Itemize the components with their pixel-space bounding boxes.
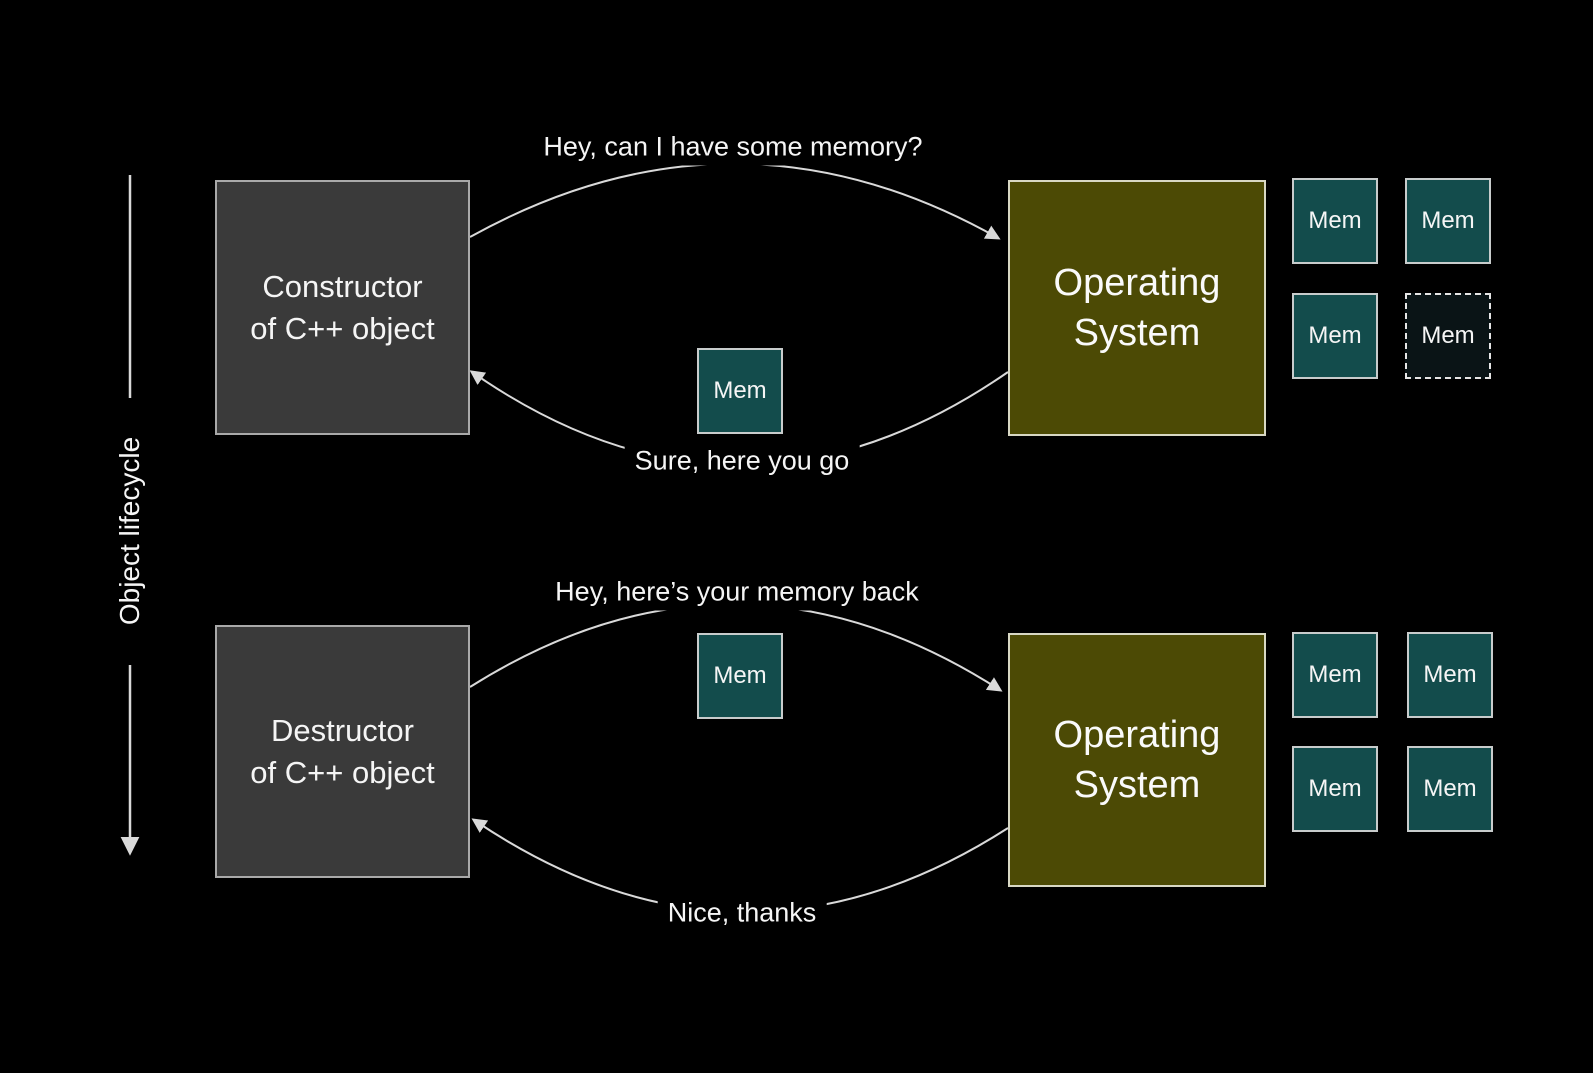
constructor-box: Constructor of C++ object [215,180,470,435]
operating-system-box-top: Operating System [1008,180,1266,436]
mem-chip-transfer-top: Mem [697,348,783,434]
mem-chip-label: Mem [1308,775,1362,802]
mem-chip-label: Mem [1308,207,1362,234]
destructor-box-label: Destructor of C++ object [250,712,435,790]
operating-system-box-bottom: Operating System [1008,633,1266,887]
mem-chip-label: Mem [1423,661,1477,688]
operating-system-label-bottom: Operating System [1053,714,1221,806]
mem-chip-label: Mem [1421,207,1475,234]
destructor-box: Destructor of C++ object [215,625,470,878]
mem-chip: Mem [1292,178,1378,264]
mem-chip-transfer-bottom: Mem [697,633,783,719]
mem-chip: Mem [1292,293,1378,379]
mem-chip-label: Mem [713,377,767,404]
mem-chip-label: Mem [1308,322,1362,349]
alloc-response-label: Sure, here you go [624,442,860,480]
mem-chip: Mem [1407,746,1493,832]
lifecycle-axis-label: Object lifecycle [114,436,145,626]
mem-chip-label: Mem [1421,322,1475,349]
mem-chip-freed: Mem [1405,293,1491,379]
alloc-request-arrow [469,162,1001,240]
mem-chip-label: Mem [1423,775,1477,802]
constructor-box-label: Constructor of C++ object [250,268,435,346]
mem-chip: Mem [1405,178,1491,264]
mem-chip-label: Mem [713,662,767,689]
operating-system-label-top: Operating System [1053,262,1221,354]
mem-chip: Mem [1292,746,1378,832]
mem-chip: Mem [1407,632,1493,718]
mem-chip: Mem [1292,632,1378,718]
mem-chip-label: Mem [1308,661,1362,688]
dealloc-request-label: Hey, here’s your memory back [545,573,929,611]
alloc-request-label: Hey, can I have some memory? [533,128,933,166]
dealloc-response-label: Nice, thanks [657,894,827,932]
